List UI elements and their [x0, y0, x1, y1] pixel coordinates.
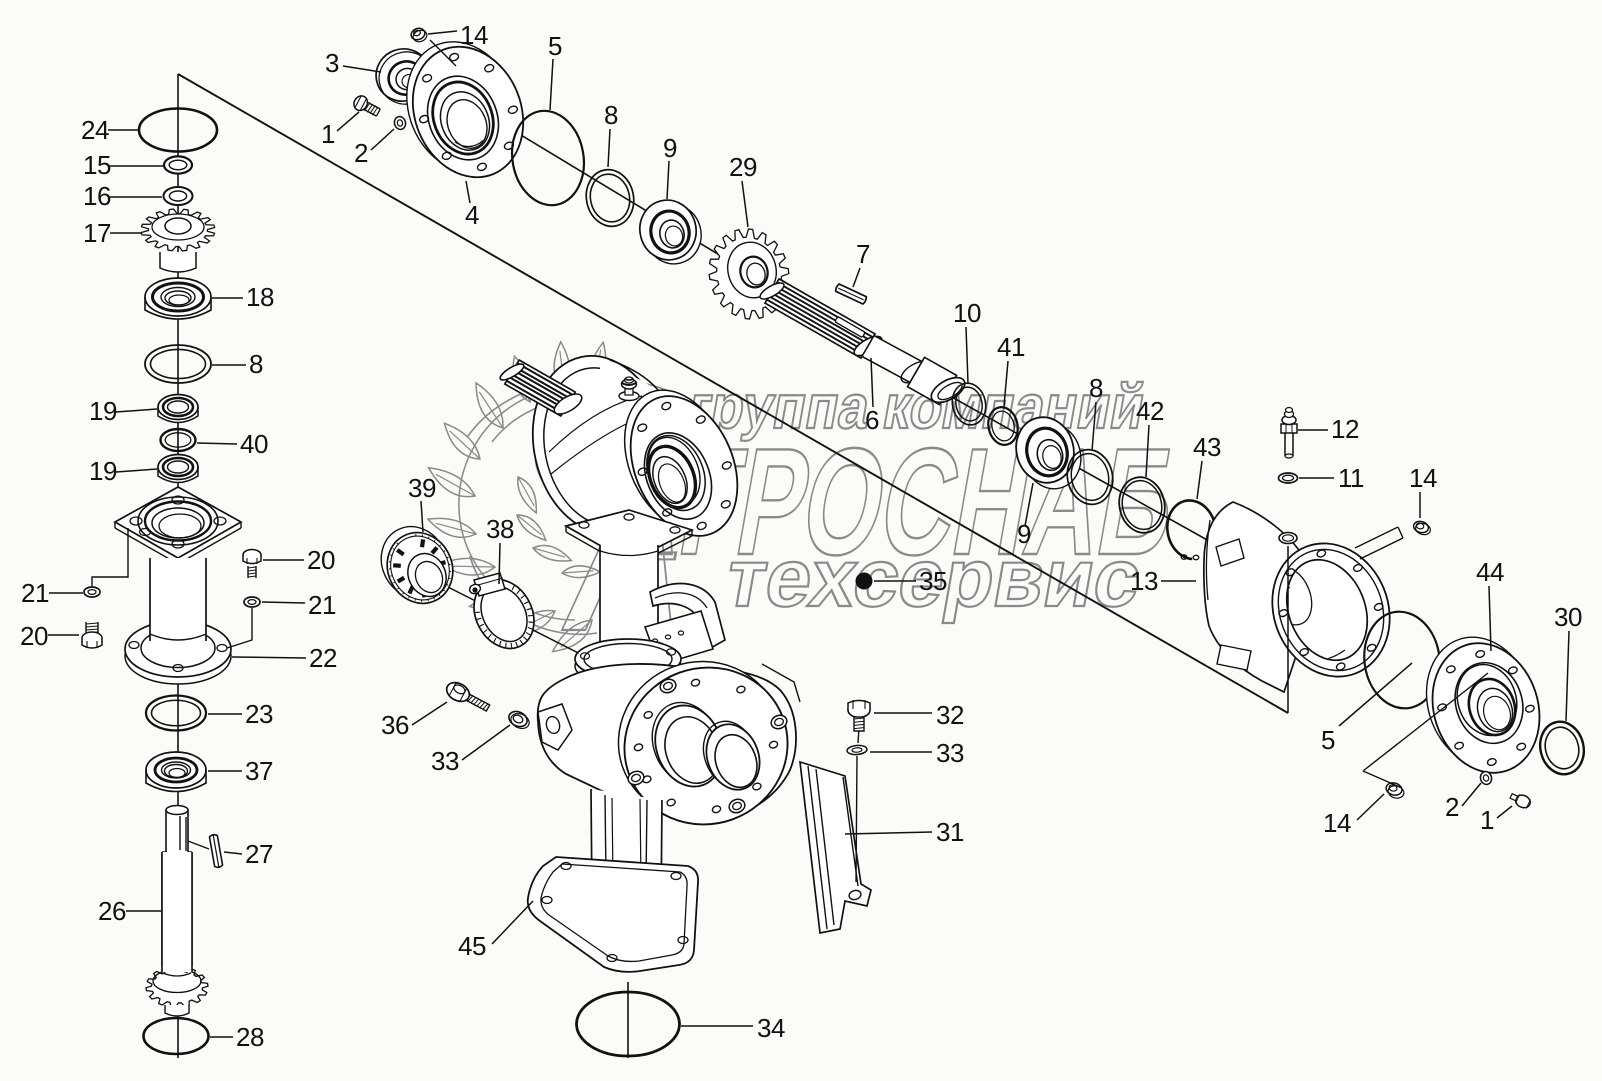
svg-text:19: 19	[89, 456, 117, 486]
svg-text:8: 8	[604, 100, 618, 130]
svg-text:6: 6	[865, 405, 879, 435]
svg-text:1: 1	[1480, 805, 1494, 835]
svg-text:40: 40	[240, 429, 268, 459]
svg-text:15: 15	[83, 150, 111, 180]
svg-text:28: 28	[236, 1022, 264, 1052]
svg-text:2: 2	[1445, 792, 1459, 822]
svg-text:24: 24	[81, 115, 109, 145]
svg-text:11: 11	[1338, 463, 1364, 493]
svg-text:29: 29	[729, 152, 757, 182]
svg-text:45: 45	[458, 931, 486, 961]
svg-text:26: 26	[98, 896, 126, 926]
svg-text:20: 20	[307, 545, 335, 575]
svg-text:17: 17	[83, 218, 111, 248]
svg-text:1: 1	[321, 119, 335, 149]
svg-text:8: 8	[249, 349, 263, 379]
svg-text:3: 3	[325, 48, 339, 78]
svg-text:14: 14	[1409, 463, 1437, 493]
svg-text:18: 18	[246, 282, 274, 312]
svg-text:42: 42	[1136, 396, 1164, 426]
svg-text:21: 21	[308, 590, 336, 620]
svg-text:7: 7	[856, 239, 870, 269]
svg-text:10: 10	[953, 298, 981, 328]
svg-text:30: 30	[1554, 602, 1582, 632]
svg-text:5: 5	[548, 31, 562, 61]
svg-text:8: 8	[1089, 373, 1103, 403]
svg-text:20: 20	[20, 621, 48, 651]
svg-text:14: 14	[460, 20, 488, 50]
svg-text:5: 5	[1321, 725, 1335, 755]
svg-text:16: 16	[83, 181, 111, 211]
svg-text:41: 41	[997, 332, 1025, 362]
svg-text:33: 33	[936, 738, 964, 768]
svg-text:31: 31	[936, 817, 964, 847]
svg-text:44: 44	[1476, 557, 1504, 587]
svg-text:37: 37	[245, 756, 273, 786]
svg-text:32: 32	[936, 700, 964, 730]
svg-text:12: 12	[1331, 414, 1359, 444]
svg-text:43: 43	[1193, 432, 1221, 462]
svg-text:22: 22	[309, 643, 337, 673]
svg-text:21: 21	[21, 578, 49, 608]
svg-text:14: 14	[1323, 808, 1351, 838]
svg-text:13: 13	[1130, 566, 1158, 596]
svg-text:19: 19	[89, 396, 117, 426]
svg-text:34: 34	[757, 1013, 785, 1043]
svg-text:9: 9	[663, 133, 677, 163]
svg-text:27: 27	[245, 839, 273, 869]
svg-text:техсервис: техсервис	[719, 532, 1148, 624]
svg-text:9: 9	[1017, 519, 1031, 549]
svg-text:23: 23	[245, 699, 273, 729]
svg-text:33: 33	[431, 746, 459, 776]
svg-text:35: 35	[919, 566, 947, 596]
svg-text:38: 38	[486, 514, 514, 544]
svg-text:2: 2	[354, 138, 368, 168]
svg-text:39: 39	[408, 473, 436, 503]
svg-text:4: 4	[465, 200, 479, 230]
svg-text:36: 36	[381, 710, 409, 740]
